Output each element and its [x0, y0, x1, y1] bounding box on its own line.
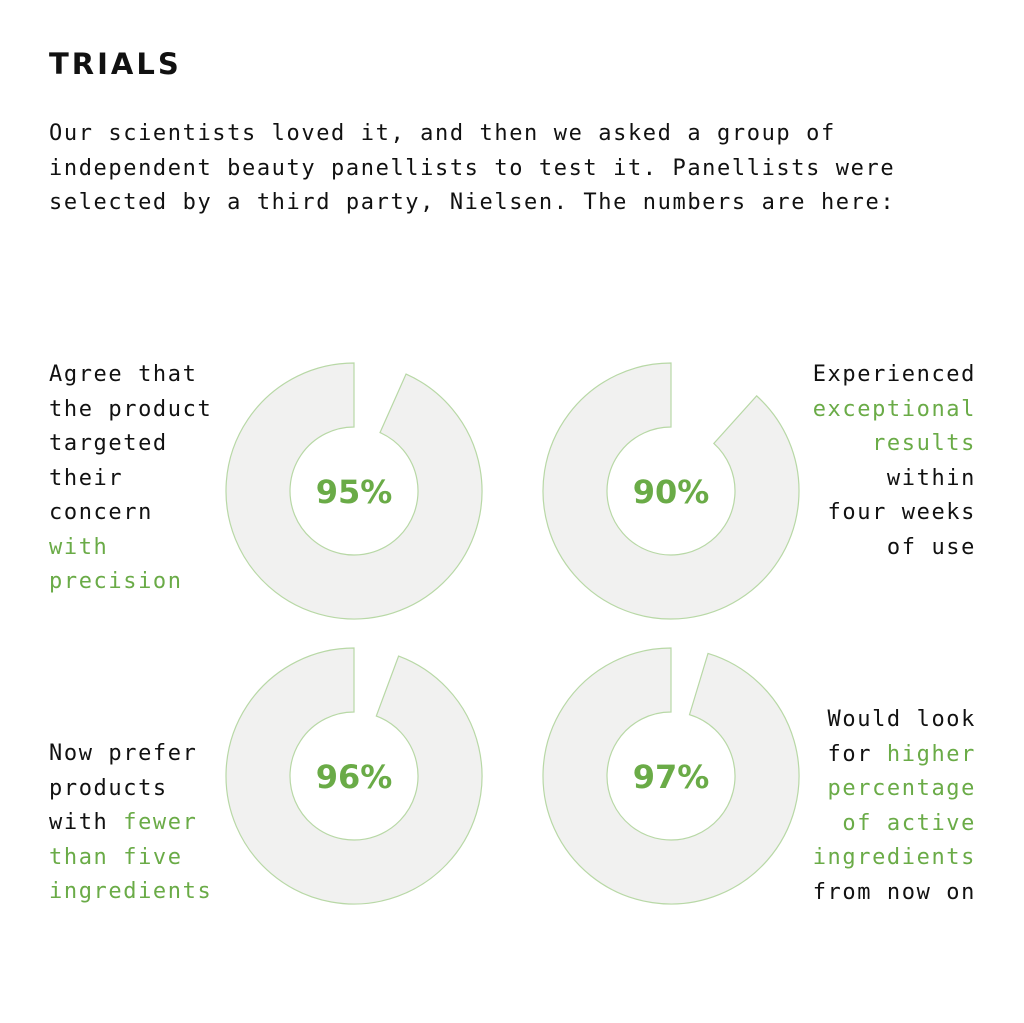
caption-text: Would look for	[827, 707, 976, 767]
page-title: TRIALS	[49, 47, 182, 81]
caption-text: Agree that the product targeted their co…	[49, 362, 213, 525]
donut-slice-90	[542, 362, 800, 620]
donut-value-label: 96%	[316, 758, 393, 796]
caption-exceptional-results: Experienced exceptional results within f…	[780, 358, 976, 565]
donut-value-label: 95%	[316, 473, 393, 511]
caption-highlight: higher percentage of active ingredients	[812, 741, 976, 871]
caption-text: Experienced	[812, 362, 976, 387]
caption-highlight: with precision	[49, 534, 183, 595]
caption-text: from now on	[812, 879, 976, 905]
donut-slice-97	[542, 647, 800, 905]
donut-slice-96	[225, 647, 483, 905]
caption-precision: Agree that the product targeted their co…	[49, 358, 239, 600]
caption-highlight: exceptional results	[812, 396, 976, 457]
intro-paragraph: Our scientists loved it, and then we ask…	[49, 121, 896, 215]
donut-value-label: 97%	[633, 758, 710, 796]
caption-highlight: fewer than five ingredients	[49, 810, 213, 904]
donut-slice-95	[225, 362, 483, 620]
caption-text: within four weeks of use	[827, 465, 976, 560]
caption-active-ingredients: Would look for higher percentage of acti…	[780, 703, 976, 910]
caption-fewer-ingredients: Now prefer products with fewer than five…	[49, 737, 239, 910]
donut-value-label: 90%	[633, 473, 710, 511]
caption-text: Now prefer products with	[49, 741, 198, 835]
